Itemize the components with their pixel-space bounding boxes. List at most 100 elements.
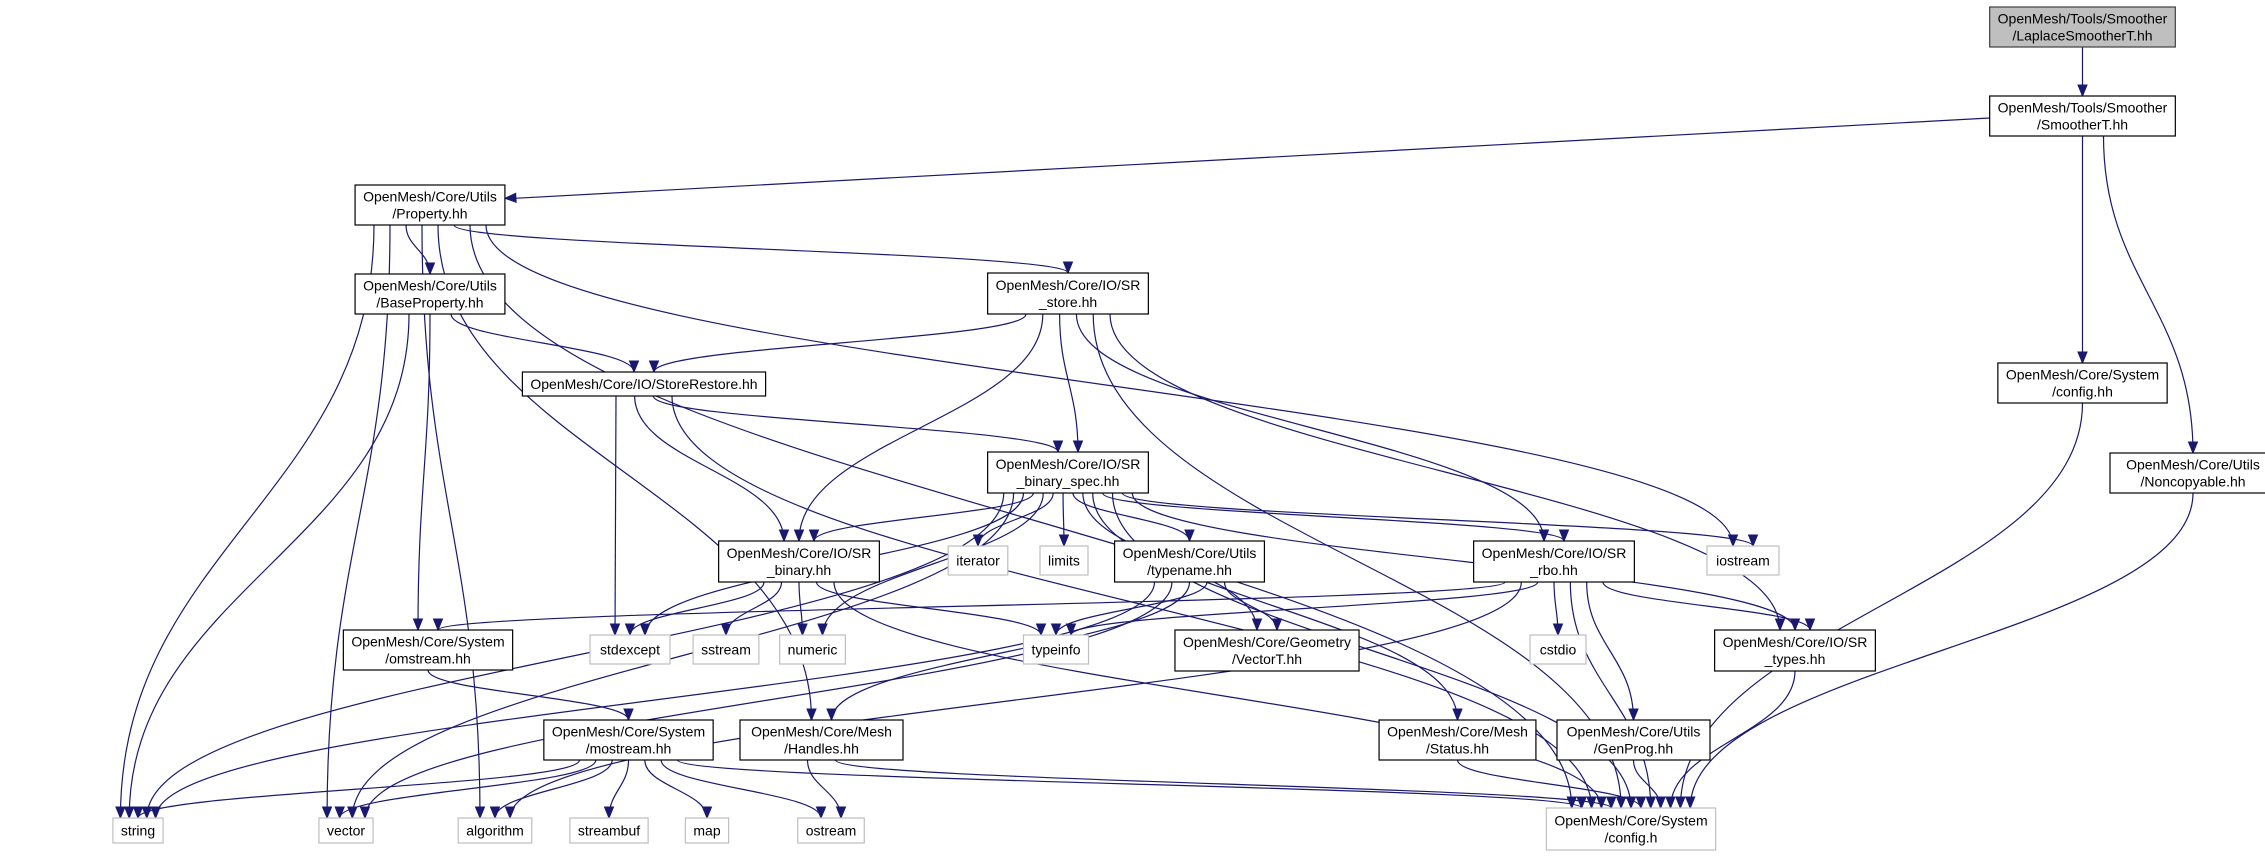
node-status[interactable]: OpenMesh/Core/Mesh/Status.hh <box>1378 719 1537 761</box>
node-label: /VectorT.hh <box>1232 651 1302 667</box>
edge-omstream-to-mostream <box>427 669 630 721</box>
arrowhead-icon <box>1615 796 1627 810</box>
node-label: /SmootherT.hh <box>2037 117 2128 133</box>
node-box <box>779 634 846 665</box>
edge-srtypes-to-configh <box>1669 670 1796 809</box>
node-label: /Noncopyable.hh <box>2140 474 2245 490</box>
arrowhead-icon <box>2187 441 2199 455</box>
node-string[interactable]: string <box>112 817 164 844</box>
arrowhead-icon <box>503 192 517 203</box>
arrowhead-icon <box>1538 529 1550 543</box>
node-noncopy[interactable]: OpenMesh/Core/Utils/Noncopyable.hh <box>2109 452 2265 494</box>
arrowhead-icon <box>1645 796 1656 810</box>
edge-binspec-to-srrbo <box>1102 492 1565 542</box>
node-box <box>1997 362 2168 404</box>
node-numeric[interactable]: numeric <box>779 634 846 665</box>
node-ostream[interactable]: ostream <box>797 817 865 844</box>
edge-typename-to-vector <box>364 581 1173 819</box>
node-label: _binary_spec.hh <box>1016 473 1120 489</box>
node-stdexcept[interactable]: stdexcept <box>589 634 671 665</box>
edge-srrbo-to-srtypes <box>1602 581 1811 631</box>
node-handles[interactable]: OpenMesh/Core/Mesh/Handles.hh <box>739 719 904 761</box>
node-srstore[interactable]: OpenMesh/Core/IO/SR_store.hh <box>987 272 1149 315</box>
node-label: /Status.hh <box>1426 741 1489 757</box>
node-label: /LaplaceSmootherT.hh <box>2012 28 2152 44</box>
edge-noncopy-to-configh <box>1689 492 2194 809</box>
arrowhead-icon <box>2077 84 2088 98</box>
arrowhead-icon <box>1566 796 1577 810</box>
arrowhead-icon <box>826 708 837 722</box>
arrowhead-icon <box>835 806 847 820</box>
node-binspec[interactable]: OpenMesh/Core/IO/SR_binary_spec.hh <box>987 451 1149 494</box>
node-iterator[interactable]: iterator <box>947 545 1009 576</box>
node-smoother[interactable]: OpenMesh/Tools/Smoother/SmootherT.hh <box>1989 95 2176 137</box>
arrowhead-icon <box>1558 529 1570 543</box>
arrowhead-icon <box>1035 623 1047 637</box>
edge-srbinary-to-sstream <box>725 581 783 636</box>
arrowhead-icon <box>424 262 436 276</box>
arrowhead-icon <box>334 806 345 820</box>
node-box <box>739 719 904 761</box>
node-mostream[interactable]: OpenMesh/Core/System/mostream.hh <box>543 719 714 761</box>
node-storerestore[interactable]: OpenMesh/Core/IO/StoreRestore.hh <box>521 371 767 397</box>
edge-srstore-to-srbinary <box>798 313 1044 542</box>
node-box <box>457 817 533 844</box>
edge-srrbo-to-typeinfo <box>1070 581 1539 636</box>
node-label: OpenMesh/Core/System <box>2006 367 2159 383</box>
node-sysconfighh[interactable]: OpenMesh/Core/System/config.hh <box>1997 362 2168 404</box>
node-srrbo[interactable]: OpenMesh/Core/IO/SR_rbo.hh <box>1473 540 1635 583</box>
arrowhead-icon <box>797 623 808 637</box>
node-box <box>1039 545 1089 576</box>
node-label: iostream <box>1716 553 1770 569</box>
node-baseprop[interactable]: OpenMesh/Core/Utils/BaseProperty.hh <box>354 273 506 315</box>
arrowhead-icon <box>1251 618 1263 632</box>
node-property[interactable]: OpenMesh/Core/Utils/Property.hh <box>354 184 506 226</box>
node-vector[interactable]: vector <box>318 817 374 844</box>
node-limits[interactable]: limits <box>1039 545 1089 576</box>
node-typeinfo[interactable]: typeinfo <box>1022 634 1090 665</box>
node-label: /mostream.hh <box>586 741 672 757</box>
node-omstream[interactable]: OpenMesh/Core/System/omstream.hh <box>342 629 514 671</box>
edge-srrbo-to-configh <box>1569 581 1652 809</box>
node-box <box>1378 719 1537 761</box>
node-laplace[interactable]: OpenMesh/Tools/Smoother/LaplaceSmootherT… <box>1989 6 2176 48</box>
arrowhead-icon <box>1747 534 1759 548</box>
arrowhead-icon <box>115 806 126 820</box>
arrowhead-icon <box>432 618 444 632</box>
node-map[interactable]: map <box>684 817 730 844</box>
node-algorithm[interactable]: algorithm <box>457 817 533 844</box>
node-box <box>1113 540 1266 583</box>
edge-srbinary-to-configh <box>833 581 1602 809</box>
node-configh[interactable]: OpenMesh/Core/System/config.h <box>1545 807 1717 851</box>
edge-mostream-to-vector <box>339 759 597 819</box>
edge-property-to-vector <box>326 224 391 819</box>
edge-srbinary-to-stdexcept <box>629 581 765 636</box>
edge-srbinary-to-typeinfo <box>815 581 1042 636</box>
node-box <box>947 545 1009 576</box>
node-label: /Handles.hh <box>784 741 859 757</box>
node-typename[interactable]: OpenMesh/Core/Utils/typename.hh <box>1113 540 1266 583</box>
node-box <box>521 371 767 397</box>
node-iostream[interactable]: iostream <box>1706 545 1780 576</box>
node-vectort[interactable]: OpenMesh/Core/Geometry/VectorT.hh <box>1174 629 1360 672</box>
node-box <box>987 451 1149 494</box>
arrowhead-icon <box>1606 796 1617 810</box>
node-streambuf[interactable]: streambuf <box>569 817 649 844</box>
edge-status-to-configh <box>1456 759 1642 809</box>
arrowhead-icon <box>720 623 732 637</box>
arrowhead-icon <box>1665 796 1676 810</box>
edge-property-to-baseprop <box>405 224 431 275</box>
node-label: OpenMesh/Core/IO/SR <box>1482 545 1627 561</box>
edge-binspec-to-status <box>1092 492 1459 721</box>
node-genprog[interactable]: OpenMesh/Core/Utils/GenProg.hh <box>1556 719 1711 761</box>
arrowhead-icon <box>623 708 634 722</box>
arrowhead-icon <box>1625 796 1637 810</box>
node-box <box>797 817 865 844</box>
arrowhead-icon <box>412 618 424 632</box>
node-sstream[interactable]: sstream <box>692 634 760 665</box>
node-label: streambuf <box>578 823 640 839</box>
node-srbinary[interactable]: OpenMesh/Core/IO/SR_binary.hh <box>718 540 880 583</box>
node-srtypes[interactable]: OpenMesh/Core/IO/SR_types.hh <box>1714 629 1876 672</box>
node-cstdio[interactable]: cstdio <box>1529 634 1587 665</box>
arrowhead-icon <box>1052 440 1064 454</box>
